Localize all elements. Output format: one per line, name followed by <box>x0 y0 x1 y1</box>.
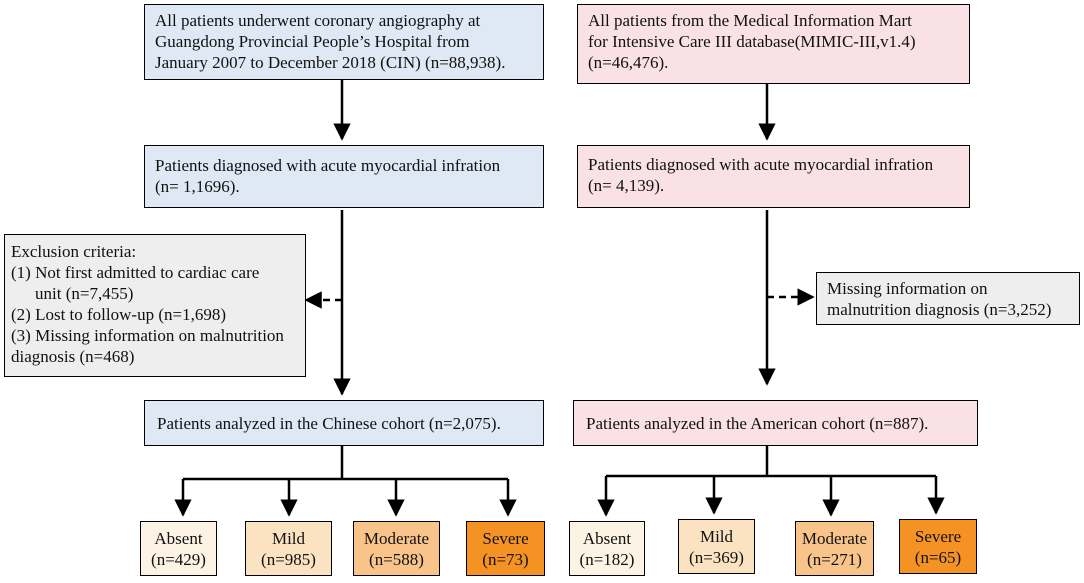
right-cat-moderate-n: (n=271) <box>807 549 862 569</box>
left-cat-absent-label: Absent <box>154 528 203 548</box>
right-cohort-label: Patients analyzed in the American cohort… <box>586 413 929 433</box>
right-cat-moderate-label: Moderate <box>801 528 868 548</box>
left-cat-moderate-label: Moderate <box>363 528 430 548</box>
right-ami-line-1: Patients diagnosed with acute myocardial… <box>588 155 934 174</box>
left-cat-absent-n: (n=429) <box>151 549 206 569</box>
left-cat-moderate-n: (n=588) <box>369 549 424 569</box>
right-cat-mild-n: (n=369) <box>689 547 744 567</box>
right-ami-line-2: (n= 4,139). <box>588 176 665 195</box>
right-cat-severe-label: Severe <box>914 526 962 546</box>
left-exclusion-item-3-cont: diagnosis (n=468) <box>11 347 135 366</box>
right-exclusion-line-1: Missing information on <box>827 279 988 298</box>
right-cat-moderate: Moderate (n=271) <box>795 521 874 576</box>
right-cat-absent: Absent (n=182) <box>569 521 645 576</box>
left-cat-moderate: Moderate (n=588) <box>353 521 440 576</box>
left-cat-absent: Absent (n=429) <box>140 521 217 576</box>
left-exclusion-item-2: (2) Lost to follow-up (n=1,698) <box>11 305 226 324</box>
right-cat-severe: Severe (n=65) <box>899 519 977 574</box>
right-source-line-3: (n=46,476). <box>588 53 669 72</box>
left-cohort-box: Patients analyzed in the Chinese cohort … <box>144 400 544 446</box>
left-cat-mild-label: Mild <box>271 528 306 548</box>
right-exclusion-box: Missing information on malnutrition diag… <box>816 272 1080 325</box>
right-cat-absent-label: Absent <box>582 528 632 548</box>
left-cat-severe-label: Severe <box>482 528 529 548</box>
left-exclusion-item-1: (1) Not first admitted to cardiac care <box>11 263 260 282</box>
right-cat-mild: Mild (n=369) <box>678 519 755 574</box>
right-cat-absent-n: (n=182) <box>579 549 635 569</box>
left-cohort-label: Patients analyzed in the Chinese cohort … <box>157 413 501 433</box>
right-cat-severe-n: (n=65) <box>914 547 962 567</box>
right-cat-mild-label: Mild <box>699 526 734 546</box>
left-ami-line-2: (n= 1,1696). <box>155 177 240 196</box>
left-source-box: All patients underwent coronary angiogra… <box>144 4 544 80</box>
left-source-line-3: January 2007 to December 2018 (CIN) (n=8… <box>155 53 506 72</box>
left-exclusion-title: Exclusion criteria: <box>11 242 137 261</box>
left-ami-line-1: Patients diagnosed with acute myocardial… <box>155 156 501 175</box>
left-cat-mild: Mild (n=985) <box>245 521 332 576</box>
right-exclusion-line-2: malnutrition diagnosis (n=3,252) <box>827 300 1052 319</box>
right-cohort-box: Patients analyzed in the American cohort… <box>573 400 978 446</box>
left-ami-box: Patients diagnosed with acute myocardial… <box>144 145 544 208</box>
left-exclusion-item-3: (3) Missing information on malnutrition <box>11 326 284 345</box>
left-cat-severe: Severe (n=73) <box>466 521 545 576</box>
left-exclusion-box: Exclusion criteria: (1) Not first admitt… <box>4 234 306 377</box>
left-cat-mild-n: (n=985) <box>261 549 316 569</box>
left-source-line-1: All patients underwent coronary angiogra… <box>155 11 481 30</box>
right-ami-box: Patients diagnosed with acute myocardial… <box>577 145 970 208</box>
right-source-line-1: All patients from the Medical Informatio… <box>588 11 912 30</box>
left-cat-severe-n: (n=73) <box>482 549 529 569</box>
left-exclusion-item-1-cont: unit (n=7,455) <box>35 284 134 303</box>
right-source-box: All patients from the Medical Informatio… <box>577 4 970 84</box>
right-source-line-2: for Intensive Care III database(MIMIC-II… <box>588 32 916 51</box>
left-source-line-2: Guangdong Provincial People’s Hospital f… <box>155 32 470 51</box>
